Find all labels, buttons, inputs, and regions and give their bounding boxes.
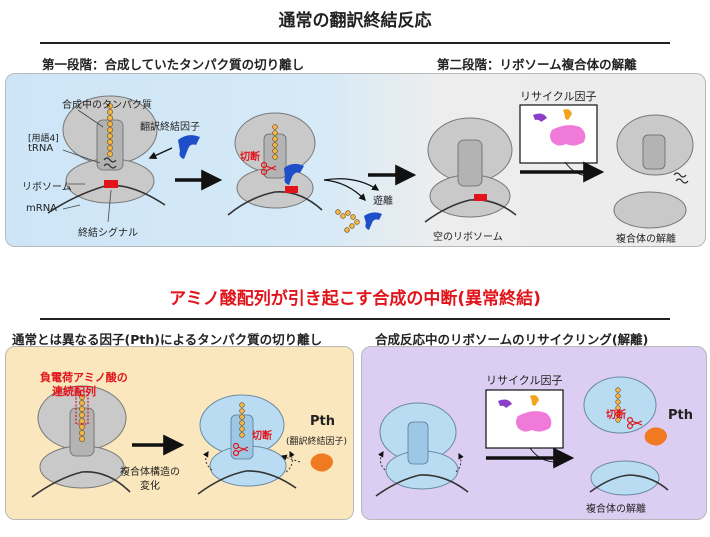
label-neg-charge-2: 連続配列 xyxy=(52,385,96,398)
leader-mrna xyxy=(62,204,81,210)
label-neg-charge-1: 負電荷アミノ酸の xyxy=(40,371,128,384)
left-heading: 通常とは異なる因子(Pth)によるタンパク質の切り離し xyxy=(12,332,323,347)
right-heading: 合成反応中のリボソームのリサイクリング(解離) xyxy=(375,332,649,347)
conf-arrow-left xyxy=(202,450,213,471)
negative-region-box xyxy=(75,391,89,425)
label-release: 遊離 xyxy=(373,196,393,207)
pth-icon xyxy=(310,453,333,472)
conf-arrow-right xyxy=(285,450,295,473)
label-pth-2: Pth xyxy=(668,408,693,423)
label-dissociation-2: 複合体の解離 xyxy=(586,504,646,515)
trna-1 xyxy=(103,157,117,169)
label-conf-change-2: 変化 xyxy=(140,481,160,492)
nascent-chain-2 xyxy=(272,124,278,160)
label-empty-ribosome: 空のリボソーム xyxy=(433,232,503,243)
top-title-rule xyxy=(40,42,670,44)
stage2-heading: 第二段階：リボソーム複合体の解離 xyxy=(437,57,637,72)
label-pth: Pth xyxy=(310,414,335,429)
pth-icon-2 xyxy=(644,427,667,446)
arrow-3-curl xyxy=(564,161,591,177)
label-ribosome: リボソーム xyxy=(22,182,72,193)
release-arrow-factor xyxy=(323,178,380,191)
recycle-factor-pink-icon xyxy=(550,125,586,146)
arrow-5-curl xyxy=(529,447,557,463)
scissors-icon-1 xyxy=(260,161,277,176)
label-trna: tRNA xyxy=(28,143,54,154)
leader-nascent xyxy=(77,109,104,128)
stage1-heading: 第一段階：合成していたタンパク質の切り離し xyxy=(42,57,305,72)
ribosome-recycling xyxy=(375,402,469,497)
scissors-icon-3 xyxy=(626,417,643,430)
label-conf-change-1: 複合体構造の xyxy=(120,467,180,478)
arrow-factor-binding xyxy=(148,147,173,159)
nascent-chain-4 xyxy=(615,387,621,423)
label-cleave-pth: 切断 xyxy=(252,431,272,442)
label-mrna: mRNA xyxy=(26,203,58,214)
stop-signal-1 xyxy=(104,180,118,188)
recycle-factor-orange-icon xyxy=(563,109,572,120)
recycle-factor-purple-icon xyxy=(533,113,547,122)
scissors-icon-2 xyxy=(232,442,249,457)
release-arrow-chain xyxy=(323,179,366,202)
leader-trna xyxy=(62,149,101,164)
label-dissociation: 複合体の解離 xyxy=(616,234,676,245)
label-release-factor: 翻訳終結因子 xyxy=(140,122,200,133)
mrna-released xyxy=(589,474,669,493)
recycle-factor-pink-icon-2 xyxy=(516,411,552,432)
label-cleave: 切断 xyxy=(240,152,260,163)
nascent-chain-3 xyxy=(239,402,245,438)
large-subunit-channel xyxy=(642,134,666,170)
label-stop-signal: 終結シグナル xyxy=(78,228,138,239)
label-term-ref: [用語4] xyxy=(28,134,59,144)
label-nascent-protein: 合成中のタンパク質 xyxy=(62,100,152,111)
trna-released xyxy=(673,172,689,184)
bound-release-factor-icon xyxy=(284,163,304,185)
large-subunit-blue xyxy=(583,376,657,434)
nascent-chain-1 xyxy=(107,103,113,157)
empty-ribosome xyxy=(424,117,517,223)
top-title: 通常の翻訳終結反応 xyxy=(278,11,432,31)
released-factor-icon xyxy=(364,212,382,230)
recycle-factor-purple-icon-2 xyxy=(498,399,512,408)
pth-approach-arrow xyxy=(280,454,301,463)
label-pth-note: (翻訳終結因子) xyxy=(286,437,348,447)
leader-stop xyxy=(107,189,112,223)
release-factor-icon xyxy=(178,135,200,159)
label-cleave-2: 切断 xyxy=(606,410,626,421)
stop-signal-2 xyxy=(285,186,298,193)
bottom-title-rule xyxy=(40,318,670,320)
negative-chain xyxy=(79,394,85,442)
stop-signal-3 xyxy=(474,194,487,201)
ribosome-conf-change xyxy=(197,394,297,495)
bottom-title: アミノ酸配列が引き起こす合成の中断(異常終結) xyxy=(169,289,541,309)
small-subunit-blue xyxy=(590,460,660,496)
small-subunit xyxy=(613,191,687,229)
label-recycling-factor-2: リサイクル因子 xyxy=(486,374,563,387)
label-recycling-factor: リサイクル因子 xyxy=(520,90,597,103)
recycle-factor-orange-icon-2 xyxy=(530,395,539,406)
released-chain xyxy=(335,209,360,233)
